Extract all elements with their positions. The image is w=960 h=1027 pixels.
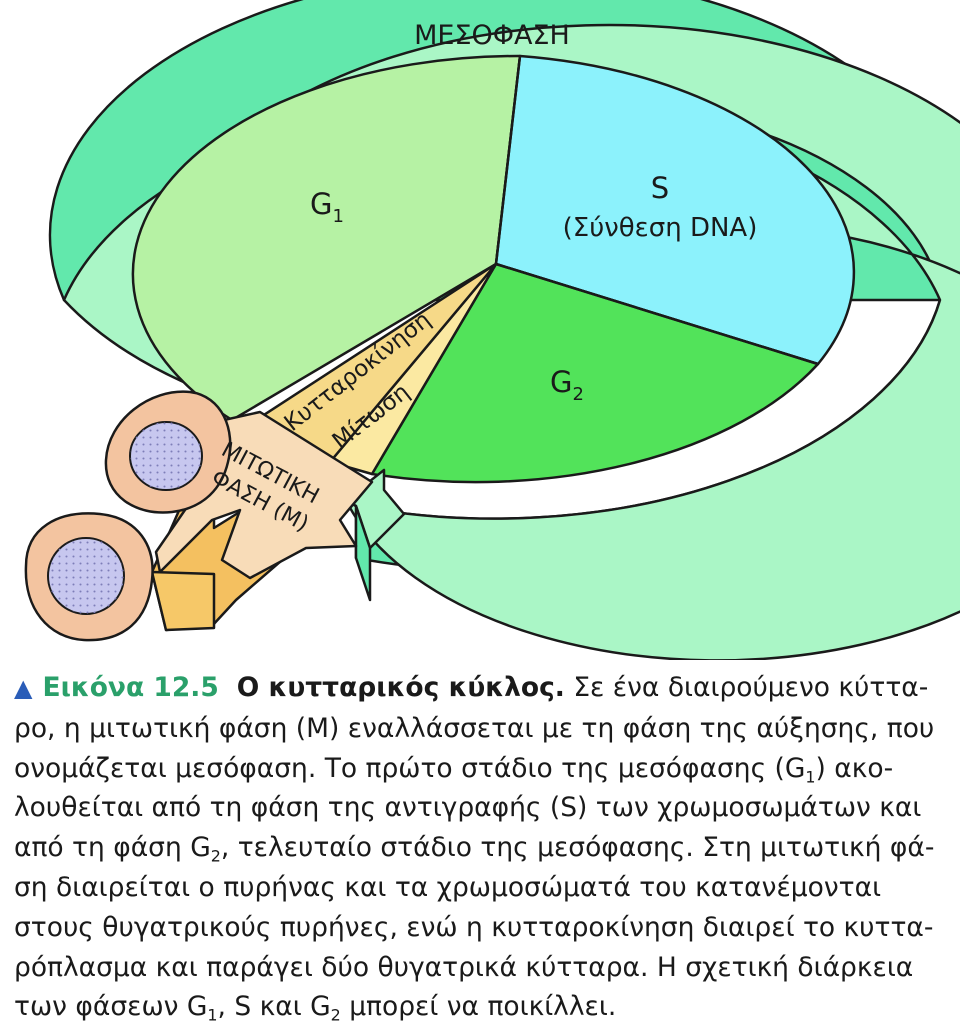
caption-line-9: των φάσεων G1, S και G2 μπορεί να ποικίλ…: [14, 991, 617, 1025]
g1-label: G1: [310, 187, 344, 227]
caption-line-8: ρόπλασμα και παράγει δύο θυγατρικά κύττα…: [14, 951, 914, 983]
caption-line-3: ονομάζεται μεσόφαση. Το πρώτο στάδιο της…: [14, 752, 894, 787]
divider-g1-s: [494, 55, 522, 265]
figure-label: Εικόνα 12.5: [42, 672, 219, 703]
g2-sector: [370, 262, 820, 484]
caption-title: Ο κυτταρικός κύκλος.: [236, 672, 565, 703]
caption-line-2: ρο, η μιτωτική φάση (Μ) εναλλάσσεται με …: [14, 712, 935, 744]
s-label: S: [651, 171, 669, 205]
s-detail-label: (Σύνθεση DNA): [563, 213, 758, 243]
g2-label: G2: [550, 365, 584, 405]
caption-line-7: στους θυγατρικούς πυρήνες, ενώ η κυτταρο…: [14, 911, 934, 943]
caption-line-6: ση διαιρείται ο πυρήνας και τα χρωμοσώμα…: [14, 871, 882, 903]
s-sector: [494, 54, 856, 366]
mesophase-label: ΜΕΣΟΦΑΣΗ: [414, 20, 570, 51]
caption-line-5: από τη φάση G2, τελευταίο στάδιο της μεσ…: [14, 832, 935, 866]
caption-marker-icon: ▲: [14, 674, 33, 702]
cell-cycle-diagram: ΜΕΣΟΦΑΣΗ G1 S (Σύνθεση DNA) G2 Κυτταροκί…: [24, 0, 960, 660]
divider-s-g2: [495, 262, 819, 366]
ring-arrow-head-side: [354, 504, 372, 602]
caption-line-4: λουθείται από τη φάση της αντιγραφής (S)…: [14, 792, 922, 824]
mphase-arrow-front: [150, 570, 216, 632]
g1-sector: [131, 54, 522, 422]
